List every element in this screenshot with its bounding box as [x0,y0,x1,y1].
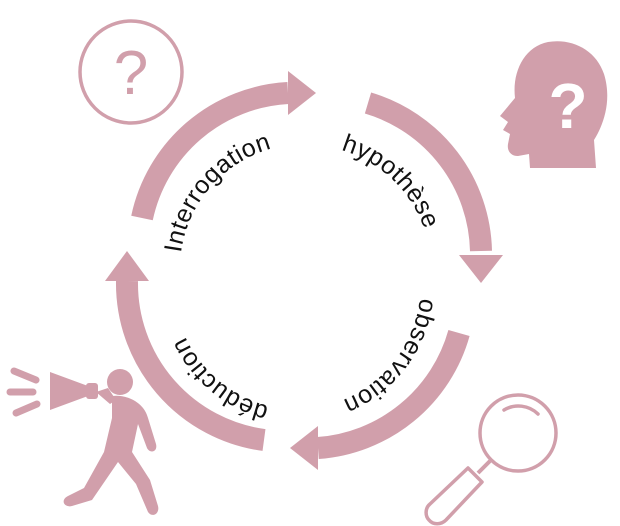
svg-text:?: ? [548,70,587,142]
person-megaphone-icon [6,367,159,515]
svg-text:?: ? [114,39,148,108]
cycle-arrows [105,71,503,470]
arrow-hypothese-to-observation [364,92,503,283]
arrow-interrogation-to-hypothese [131,71,316,221]
arrow-deduction-to-interrogation [105,251,266,451]
arrow-observation-to-deduction [290,329,470,470]
magnifying-glass-icon [424,393,558,526]
question-circle-icon: ? [78,19,184,125]
head-question-icon: ? [500,41,608,168]
